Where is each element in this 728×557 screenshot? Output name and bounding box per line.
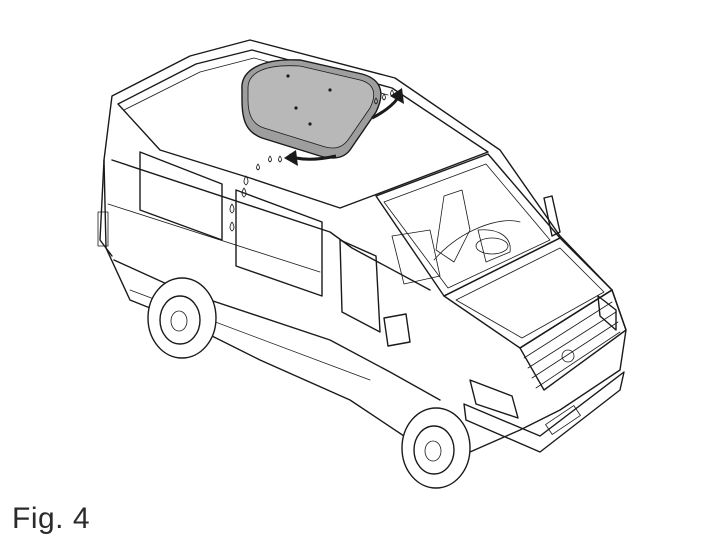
front-wheel bbox=[401, 407, 471, 489]
cab-seats bbox=[391, 189, 511, 285]
mirrors bbox=[383, 195, 561, 347]
side-windows bbox=[139, 151, 381, 333]
rear-wheel bbox=[147, 277, 217, 359]
figure-caption: Fig. 4 bbox=[12, 502, 91, 535]
van-illustration bbox=[97, 39, 627, 489]
drain-arrow-front bbox=[371, 88, 404, 120]
hood bbox=[443, 237, 627, 453]
water-droplets bbox=[229, 89, 394, 232]
roof-unit bbox=[241, 59, 382, 159]
drain-arrow-rear bbox=[284, 150, 337, 166]
